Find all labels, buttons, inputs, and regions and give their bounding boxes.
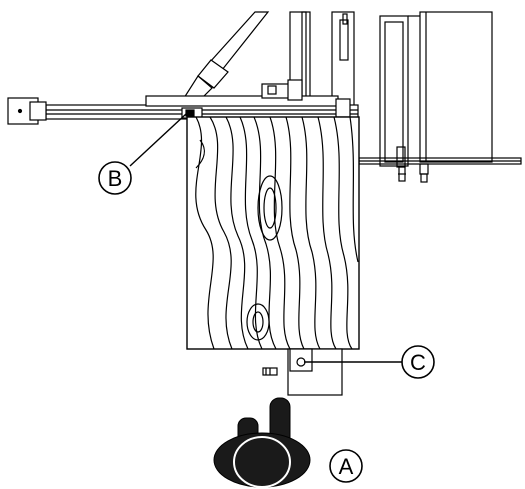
leader-line-b: [129, 113, 187, 167]
lower-bracket: [262, 348, 343, 396]
callout-b-label: B: [108, 166, 123, 191]
callout-a-label: A: [339, 454, 354, 479]
diagonal-arm: [183, 11, 270, 105]
callout-b-circle: [98, 161, 132, 195]
wood-grain-lines: [195, 117, 359, 349]
callout-a: A: [329, 449, 363, 483]
callout-c: C: [401, 345, 435, 379]
slide-bar: [7, 79, 359, 125]
wood-workpiece: [186, 116, 360, 350]
callout-c-circle: [401, 345, 435, 379]
clamp-knob-icon: [213, 397, 311, 488]
callout-b: B: [98, 161, 132, 195]
callout-a-circle: [329, 449, 363, 483]
callout-leaders: [129, 113, 402, 363]
callout-c-label: C: [410, 350, 426, 375]
